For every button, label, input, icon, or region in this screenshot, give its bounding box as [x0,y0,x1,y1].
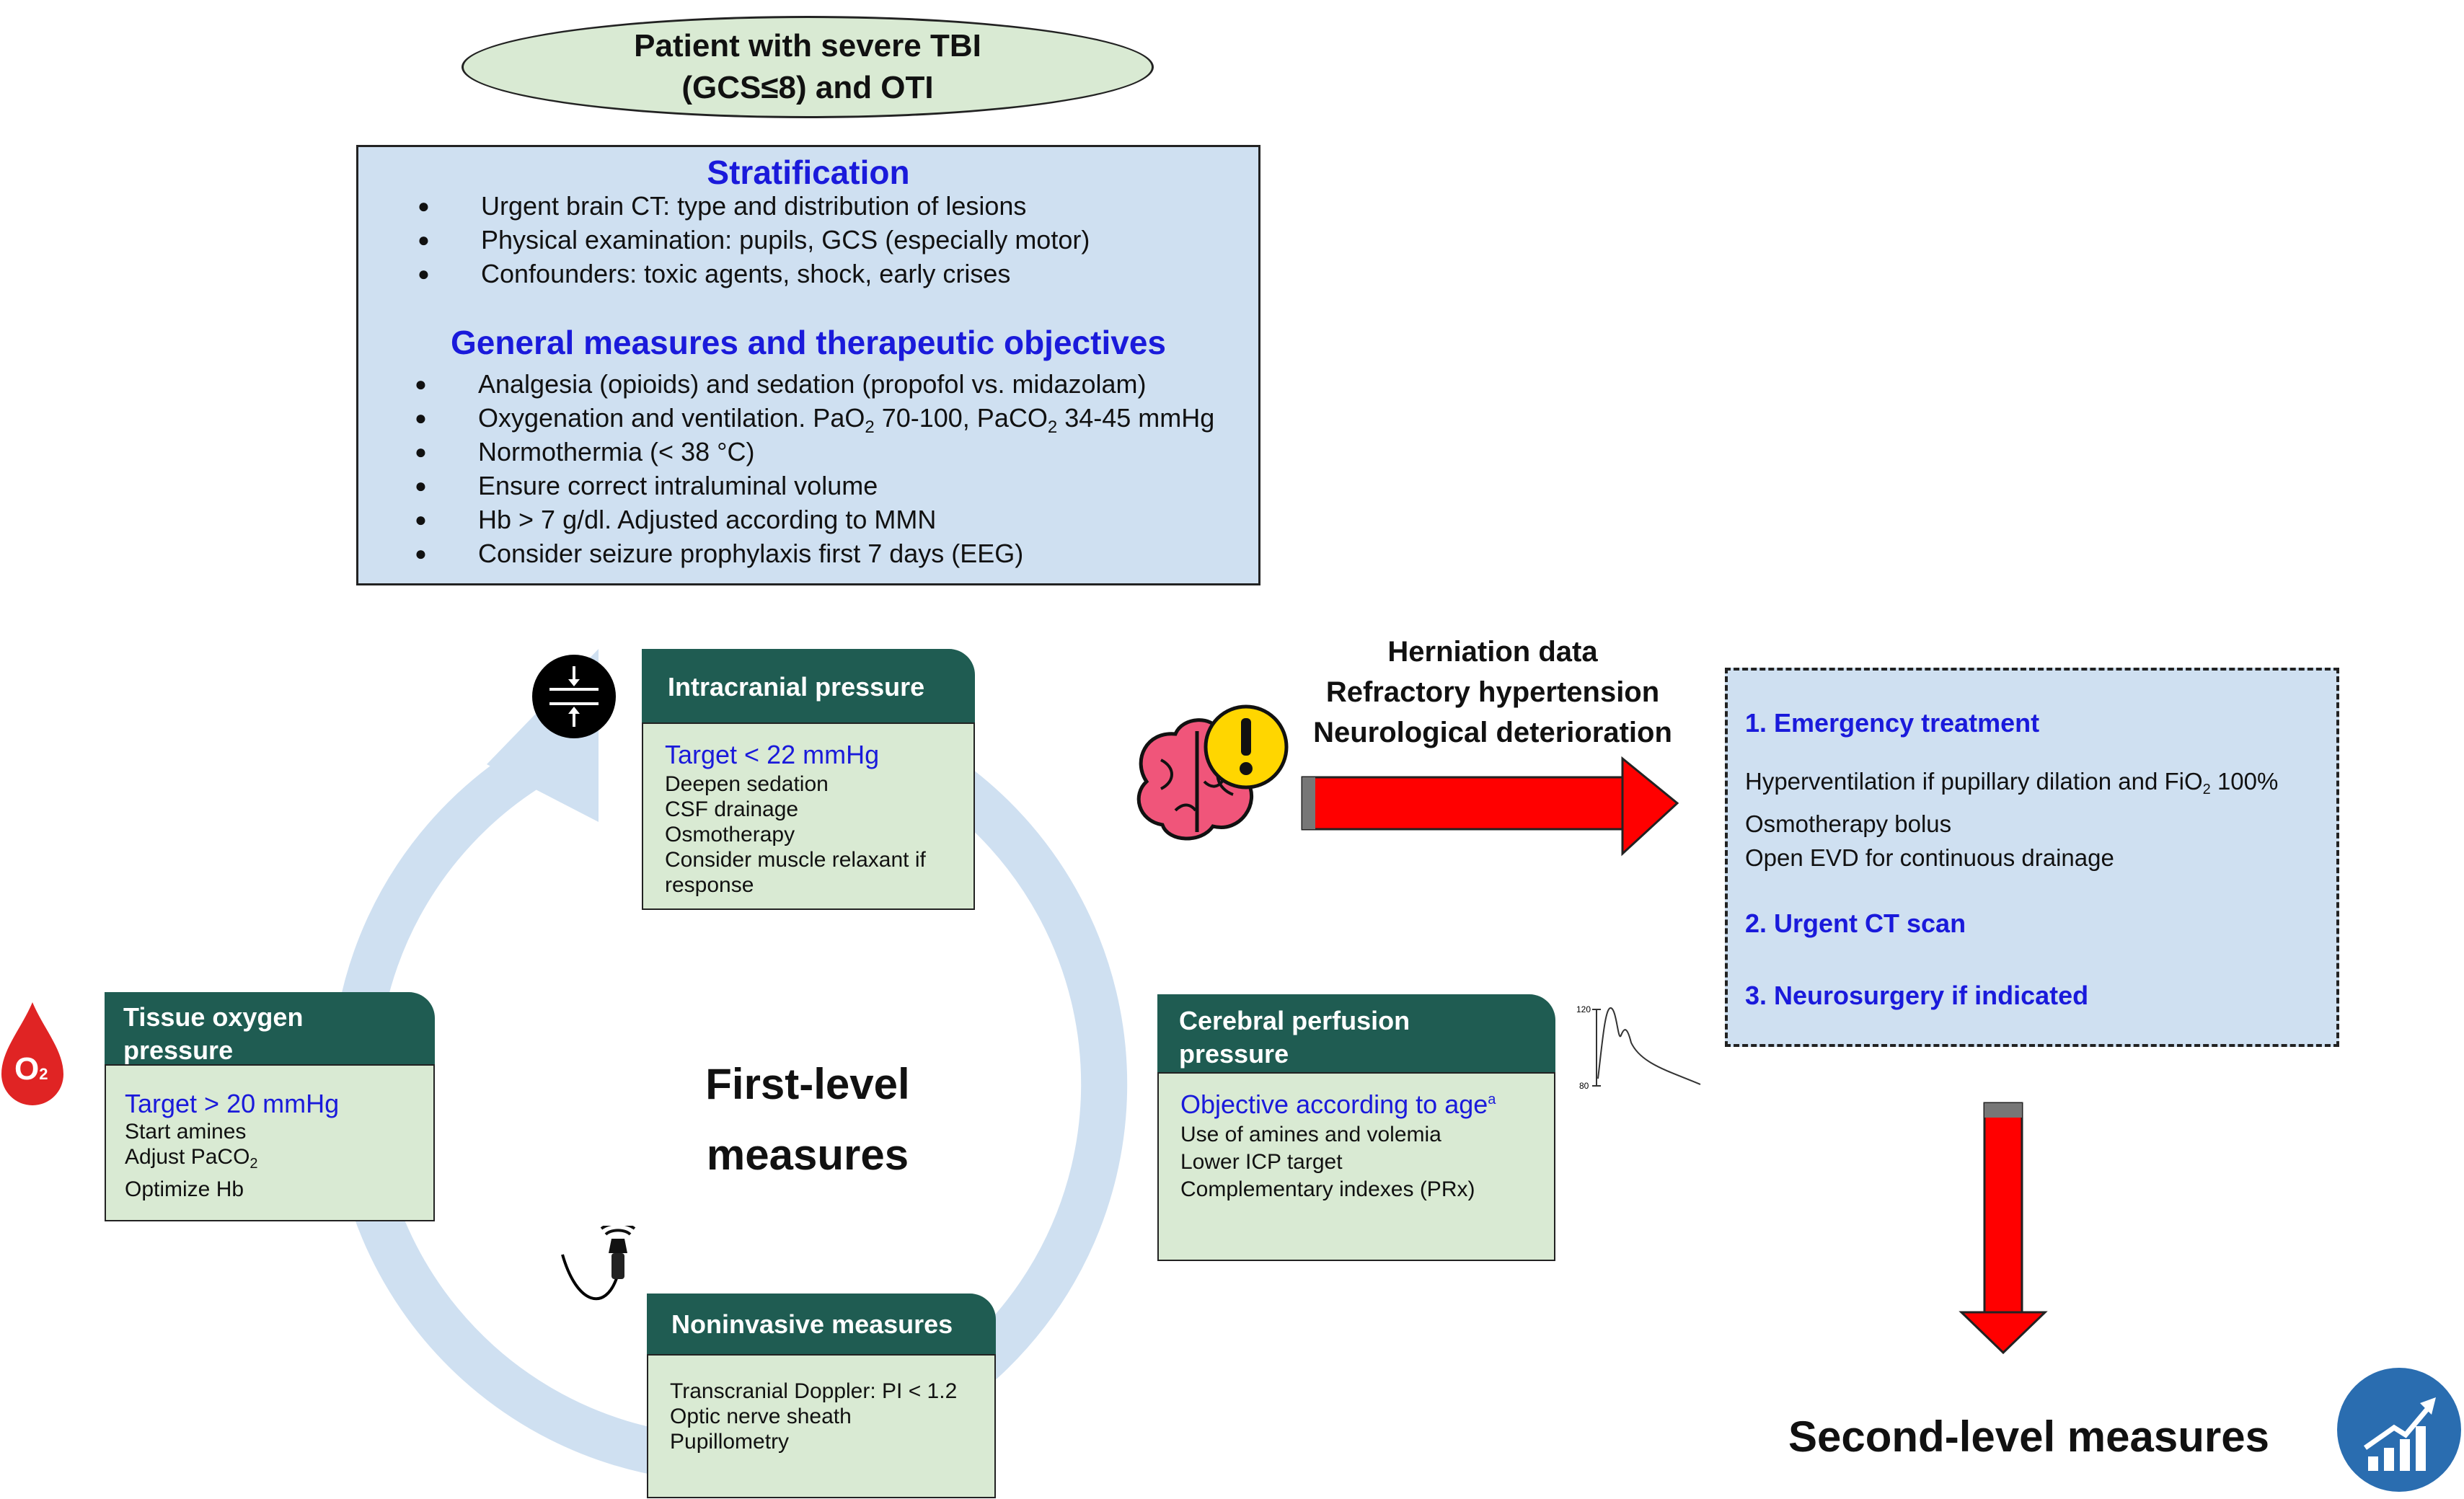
waveform-label-bottom: 80 [1579,1081,1589,1091]
cpp-header-line2: pressure [1179,1039,1289,1069]
list-item: ●Oxygenation and ventilation. PaO2 70-10… [415,403,1215,437]
cpp-card-header: Cerebral perfusion pressure [1157,994,1555,1074]
oxygen-icon-label: O [14,1051,40,1087]
patient-title-line2: (GCS≤8) and OTI [681,70,934,105]
stratification-title: Stratification [707,154,910,191]
list-item: ●Confounders: toxic agents, shock, early… [418,259,1011,288]
cpp-line: Use of amines and volemia [1180,1123,1441,1146]
emergency-box: 1. Emergency treatment Hyperventilation … [1725,668,2339,1047]
tissue-line: Start amines [125,1120,247,1144]
general-measures-title: General measures and therapeutic objecti… [451,324,1166,361]
emergency-step-1: 1. Emergency treatment [1745,708,2040,738]
icp-card-body: Target < 22 mmHg Deepen sedation CSF dra… [642,722,975,910]
noninvasive-card-body: Transcranial Doppler: PI < 1.2 Optic ner… [647,1354,996,1498]
stratification-box: Stratification ●Urgent brain CT: type an… [356,145,1260,585]
cpp-header-line1: Cerebral perfusion [1179,1006,1410,1035]
emergency-line: Osmotherapy bolus [1745,810,1952,837]
cpp-line: Lower ICP target [1180,1150,1343,1174]
compress-icon [532,655,616,738]
patient-title-line1: Patient with severe TBI [634,28,981,63]
tissue-header-line2: pressure [123,1035,234,1065]
icp-line: Consider muscle relaxant if [665,848,926,872]
patient-ellipse: Patient with severe TBI (GCS≤8) and OTI [462,16,1154,118]
horizontal-red-arrow [1301,756,1679,857]
oxygen-icon-sub: 2 [39,1065,48,1083]
emergency-line: Hyperventilation if pupillary dilation a… [1745,768,2279,797]
emergency-line: Open EVD for continuous drainage [1745,844,2114,871]
cpp-card-body: Objective according to agea Use of amine… [1157,1072,1555,1261]
list-item: ●Physical examination: pupils, GCS (espe… [418,225,1090,255]
noninvasive-line: Optic nerve sheath [670,1405,852,1428]
tissue-target: Target > 20 mmHg [125,1089,340,1118]
vertical-red-arrow [1959,1102,2048,1355]
pressure-waveform-icon: 120 80 [1576,999,1706,1093]
list-item: ●Normothermia (< 38 °C) [415,437,755,466]
herniation-line: Refractory hypertension [1325,676,1660,708]
tissue-line: Optimize Hb [125,1177,244,1201]
icp-line: Osmotherapy [665,823,795,846]
stratification-list: ●Urgent brain CT: type and distribution … [418,189,1090,291]
emergency-step-3: 3. Neurosurgery if indicated [1745,981,2089,1010]
icp-card-header: Intracranial pressure [642,649,975,724]
tissue-card-body: Target > 20 mmHg Start amines Adjust PaC… [105,1064,435,1221]
first-level-line2: measures [706,1131,909,1179]
second-level-title: Second-level measures [1788,1412,2270,1461]
general-measures-list: ●Analgesia (opioids) and sedation (propo… [415,367,1215,570]
list-item: ●Ensure correct intraluminal volume [415,471,878,500]
list-item: ●Consider seizure prophylaxis first 7 da… [415,539,1024,568]
waveform-label-top: 120 [1576,1004,1591,1014]
icp-target: Target < 22 mmHg [665,740,880,769]
noninvasive-line: Pupillometry [670,1430,790,1454]
icp-line: Deepen sedation [665,772,829,796]
list-item: ●Urgent brain CT: type and distribution … [418,191,1027,221]
cpp-target: Objective according to agea [1180,1089,1496,1119]
list-item: ●Analgesia (opioids) and sedation (propo… [415,369,1147,399]
herniation-line: Neurological deterioration [1313,717,1672,748]
herniation-criteria: Herniation data Refractory hypertension … [1298,632,1687,753]
list-item: ●Hb > 7 g/dl. Adjusted according to MMN [415,505,937,534]
doppler-probe-icon [555,1222,642,1327]
herniation-line: Herniation data [1387,636,1598,668]
brain-warning-icon [1132,702,1298,846]
first-level-line1: First-level [705,1060,910,1108]
icp-line: response [665,873,754,897]
first-level-title: First-level measures [649,1049,966,1190]
growth-chart-icon [2336,1367,2462,1493]
cpp-line: Complementary indexes (PRx) [1180,1177,1475,1201]
icp-line: CSF drainage [665,797,799,821]
noninvasive-card-header: Noninvasive measures [647,1294,996,1356]
tissue-header-line1: Tissue oxygen [123,1002,304,1032]
emergency-step-2: 2. Urgent CT scan [1745,908,1966,938]
tissue-line: Adjust PaCO2 [125,1145,258,1172]
noninvasive-line: Transcranial Doppler: PI < 1.2 [670,1379,958,1403]
oxygen-drop-icon: O2 [0,999,65,1107]
tissue-card-header: Tissue oxygen pressure [105,992,435,1066]
